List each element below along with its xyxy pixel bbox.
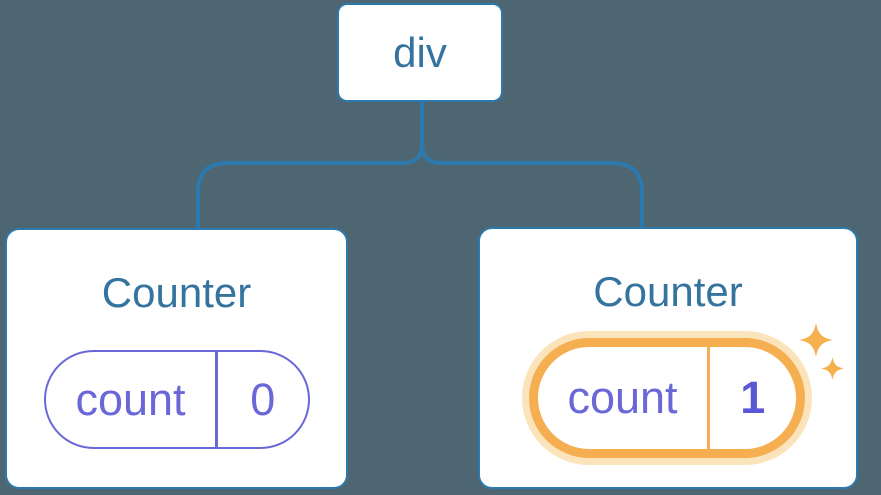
sparkle-small-icon <box>821 357 844 380</box>
counter-title: Counter <box>101 269 252 316</box>
state-pill-highlighted: count 1 <box>529 338 805 458</box>
connector-right-branch <box>420 101 644 229</box>
state-pill: count 0 <box>44 350 310 449</box>
state-key-label: count <box>567 372 678 423</box>
state-value-cell: 0 <box>218 352 309 447</box>
state-key-cell: count <box>46 352 215 447</box>
root-node: div <box>337 3 503 102</box>
pill-divider <box>707 347 710 449</box>
connector-left-branch <box>196 101 424 230</box>
pill-divider <box>215 352 218 447</box>
root-node-label: div <box>393 28 447 76</box>
counter-card-right: Counter count 1 <box>478 227 858 489</box>
state-value-cell: 1 <box>710 347 797 449</box>
counter-title: Counter <box>593 268 743 315</box>
state-value-label: 1 <box>740 372 766 423</box>
state-key-cell: count <box>538 347 707 449</box>
state-value-label: 0 <box>250 373 276 425</box>
counter-card-left: Counter count 0 <box>5 228 348 489</box>
sparkle-large-icon <box>799 323 833 357</box>
state-key-label: count <box>75 373 186 425</box>
